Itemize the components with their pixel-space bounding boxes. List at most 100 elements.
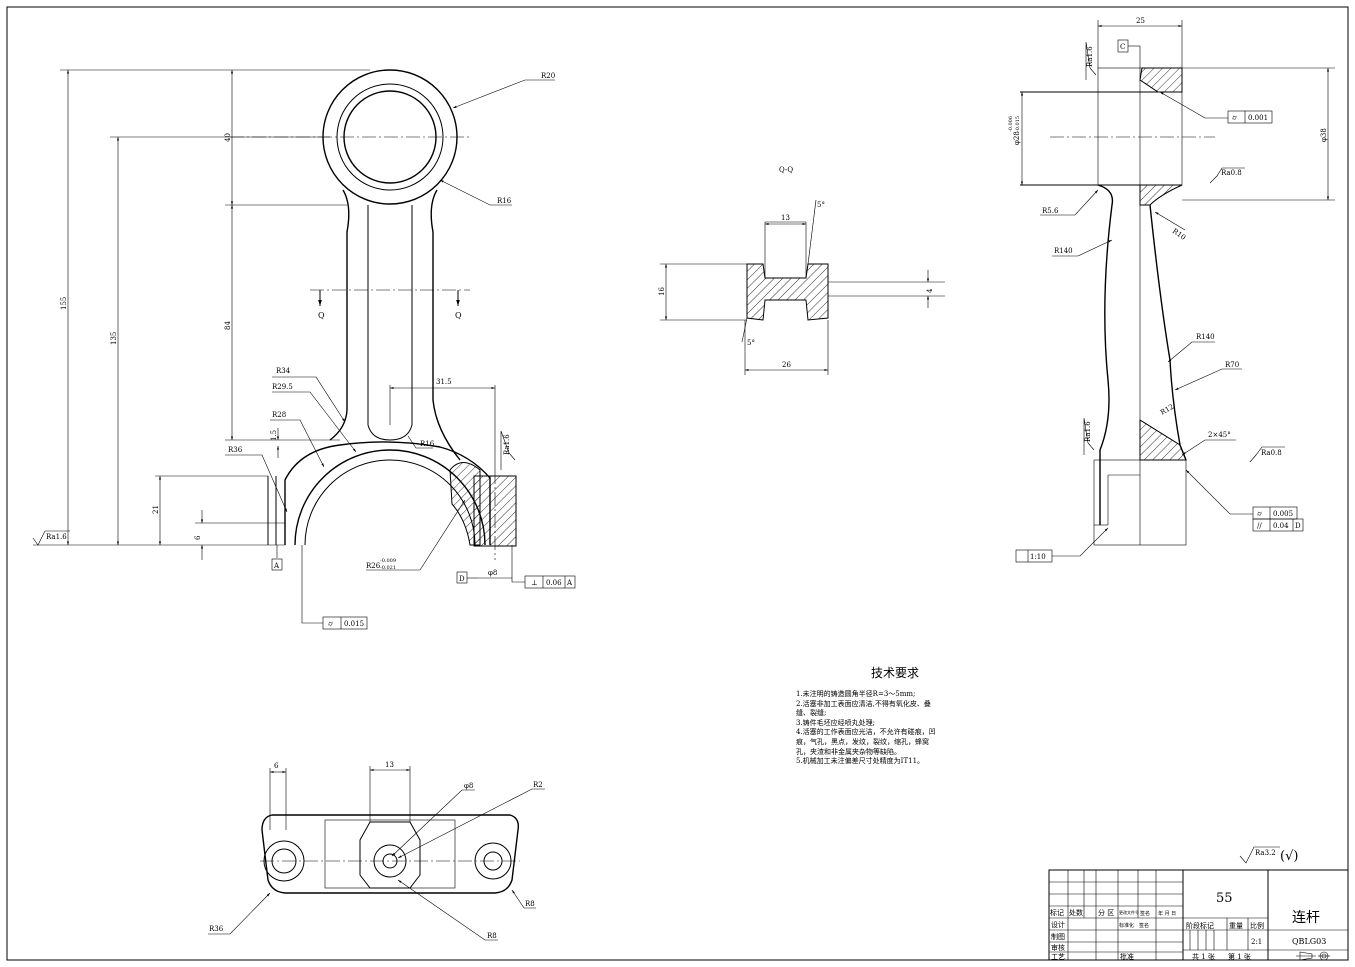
side-radius-r140-left: R140 xyxy=(1054,247,1073,255)
datum-d: D xyxy=(459,575,465,583)
general-roughness-value: Ra3.2 xyxy=(1255,849,1276,857)
tb-sheet-no: 第 1 张 xyxy=(1228,952,1251,961)
big-end-outer xyxy=(284,441,491,545)
tb-weight: 重量 xyxy=(1229,922,1243,930)
tol-perpendicularity: 0.06 xyxy=(546,579,562,587)
radius-r20: R20 xyxy=(541,72,555,80)
side-view: 25 φ28 -0.006 -0.015 φ38 R5.6 R140 R10 R… xyxy=(1008,17,1335,563)
tb-sheets-total: 共 1 张 xyxy=(1192,952,1215,961)
side-dia-left: φ28 xyxy=(1013,131,1021,145)
drawing-number: QBLG03 xyxy=(1292,937,1326,946)
tb-hdr-date: 年 月 日 xyxy=(1158,910,1176,917)
svg-text:⌭: ⌭ xyxy=(1257,510,1262,518)
side-datum-c: C xyxy=(1120,43,1125,51)
section-mark-right: Q xyxy=(455,311,462,320)
side-tol-flatness: 0.005 xyxy=(1273,510,1293,518)
side-radius-r70: R70 xyxy=(1225,361,1239,369)
dim-84: 84 xyxy=(224,321,232,330)
tb-hdr-sign: 签名 xyxy=(1140,910,1150,917)
side-roughness-top: Ra1.6 xyxy=(1086,46,1094,67)
tb-hdr-zone: 分 区 xyxy=(1098,908,1114,917)
bottom-label-r36: R36 xyxy=(209,925,224,933)
tb-row-process: 工艺 xyxy=(1051,953,1065,961)
front-view: Q Q 155 135 40 84 31.5 21 6 1.5 R20 xyxy=(32,69,576,630)
svg-text:⊥: ⊥ xyxy=(531,579,538,587)
tb-row-review: 审核 xyxy=(1051,943,1065,952)
side-dia-left-tol-upper: -0.006 xyxy=(1008,116,1014,132)
tb-approve: 批准 xyxy=(1120,952,1134,961)
dim-21: 21 xyxy=(152,505,160,514)
side-radius-r10: R10 xyxy=(1171,227,1187,242)
bore-tol-upper: -0.009 xyxy=(380,558,396,564)
projection-symbol-icon xyxy=(1296,951,1330,961)
tb-stage-mark: 阶段标记 xyxy=(1186,921,1214,930)
tb-row-draw: 制图 xyxy=(1051,932,1065,941)
side-top-section xyxy=(1139,67,1183,93)
side-shank-left xyxy=(1097,184,1114,525)
tb-scale-value: 2:1 xyxy=(1251,938,1262,946)
tb-standard: 标准化 xyxy=(1119,922,1134,929)
side-tol-top: 0.001 xyxy=(1248,114,1268,122)
dim-155: 155 xyxy=(60,297,68,310)
radius-r16-bottom: R16 xyxy=(420,440,435,448)
tb-row-mark: 标记 xyxy=(1050,908,1064,917)
section-dim-26: 26 xyxy=(782,361,791,369)
dim-40: 40 xyxy=(224,133,232,142)
part-name: 连杆 xyxy=(1292,910,1320,926)
general-roughness: Ra3.2 (√) xyxy=(1239,846,1298,864)
tech-requirement-item: 5.机械加工未注偏差尺寸处精度为IT11。 xyxy=(796,757,925,766)
side-dia-left-tol-lower: -0.015 xyxy=(1015,116,1021,132)
tech-requirements-list: 1.未注明的铸造圆角半径R=3～5mm; 2.活塞非加工表面应清洁,不得有氧化皮… xyxy=(796,690,976,767)
tech-requirements-title: 技术要求 xyxy=(870,666,919,680)
section-view: Q-Q 13 16 26 4 5° 5° xyxy=(658,166,945,375)
i-beam-section xyxy=(746,263,829,321)
side-radius-r140-right: R140 xyxy=(1196,333,1215,341)
side-roughness-bottom-left: Ra1.6 xyxy=(1084,421,1092,442)
tb-hdr-count: 处数 xyxy=(1069,908,1083,917)
drawing-frame xyxy=(6,6,1349,961)
side-taper: 1:10 xyxy=(1030,553,1046,561)
radius-r34: R34 xyxy=(276,367,291,375)
pin-diameter: φ8 xyxy=(488,569,497,577)
side-fillet-section xyxy=(1139,184,1183,206)
side-shank-right xyxy=(1149,204,1187,461)
material-code: 55 xyxy=(1216,891,1233,906)
shank-outline xyxy=(329,189,461,461)
tb-ratio: 比例 xyxy=(1250,921,1264,930)
svg-text:⌭: ⌭ xyxy=(328,620,333,628)
tol-cylindricity: 0.015 xyxy=(344,620,364,628)
general-roughness-suffix: (√) xyxy=(1280,849,1298,864)
side-radius-r5-6: R5.6 xyxy=(1042,207,1059,215)
tech-requirement-item: 3.铸件毛坯应经喷丸处理; xyxy=(796,718,876,727)
section-dim-13: 13 xyxy=(781,214,790,222)
tech-requirement-item: 痕，气孔，黑点，发纹，裂纹，缩孔，蜂窝 xyxy=(796,737,929,746)
radius-r16-top: R16 xyxy=(497,197,512,205)
section-dim-4: 4 xyxy=(926,288,934,293)
section-mark-left: Q xyxy=(318,311,325,320)
bottom-view: 6 13 φ8 R2 R36 R8 R8 xyxy=(208,761,545,941)
bore-dimension: R26 xyxy=(366,562,381,570)
title-block: 标记 设计 制图 审核 工艺 处数 分 区 更改文件号 签名 年 月 日 标准化… xyxy=(1048,869,1349,961)
roughness-front-left: Ra1.6 xyxy=(46,533,67,541)
section-angle-bottom: 5° xyxy=(747,339,755,347)
bottom-label-r2: R2 xyxy=(533,781,543,789)
tech-requirement-item: 孔，夹渣和非金属夹杂物等缺陷。 xyxy=(796,747,901,756)
side-tol-parallel: 0.04 xyxy=(1273,522,1289,530)
tol-perp-datum: A xyxy=(566,579,573,587)
tb-standard-sign: 签名 xyxy=(1139,922,1149,929)
radius-r28: R28 xyxy=(272,411,286,419)
roughness-front-right: Ra1.6 xyxy=(503,434,511,455)
side-radius-r12: R12 xyxy=(1159,403,1175,417)
tech-requirement-item: 1.未注明的铸造圆角半径R=3～5mm; xyxy=(796,690,916,698)
shank-rib xyxy=(367,205,413,441)
side-dia-right: φ38 xyxy=(1320,128,1328,142)
bottom-label-pin: φ8 xyxy=(464,782,473,790)
datum-a: A xyxy=(273,562,280,570)
radius-r29-5: R29.5 xyxy=(272,383,293,391)
section-angle-top: 5° xyxy=(817,201,825,209)
section-title: Q-Q xyxy=(779,166,793,174)
side-roughness-right-top: Ra0.8 xyxy=(1221,169,1242,177)
radius-r36: R36 xyxy=(228,446,243,454)
dim-135: 135 xyxy=(110,332,118,345)
side-tol-parallel-datum: D xyxy=(1295,522,1301,530)
